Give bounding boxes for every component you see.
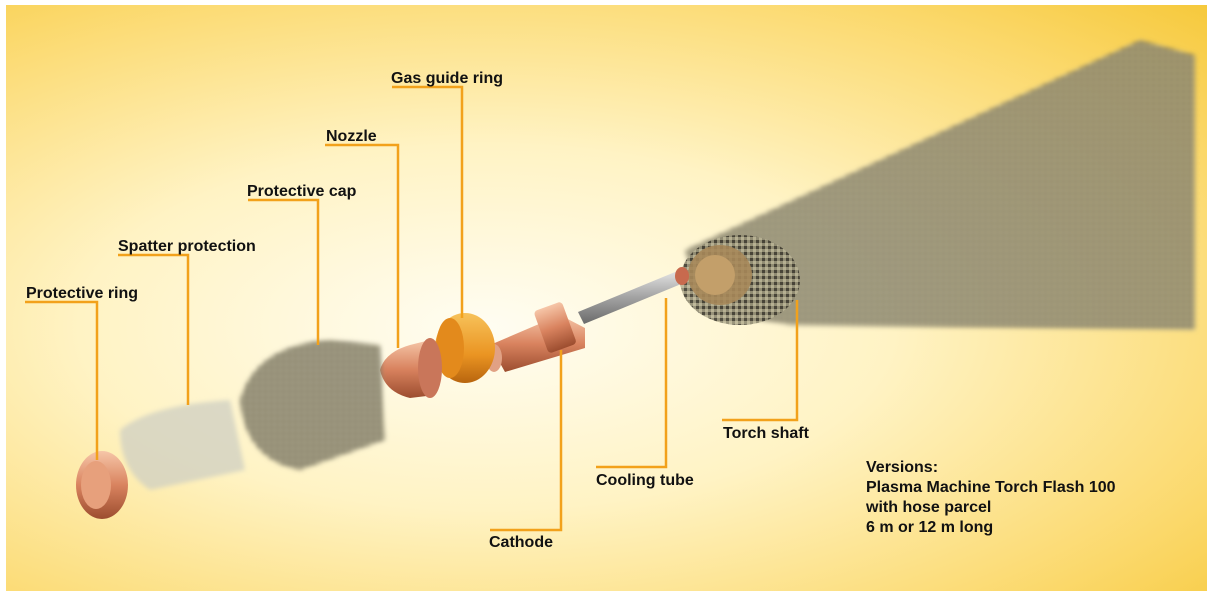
label-spatter-protection: Spatter protection [118,238,256,256]
torch-shaft-front [680,235,800,325]
protective-ring-shape [76,451,128,519]
nozzle-shape [380,338,442,398]
label-torch-shaft: Torch shaft [723,425,809,443]
leader-cooling-tube [596,298,666,467]
versions-line-2: with hose parcel [866,498,1116,518]
cathode-shape [486,301,585,372]
leader-gas-guide-ring [392,87,462,318]
leader-cathode [490,350,561,530]
gas-guide-ring-shape [435,313,495,383]
leader-nozzle [325,145,398,348]
cooling-tube-shape [578,267,689,324]
label-protective-ring: Protective ring [26,285,138,303]
leader-protective-cap [248,200,318,345]
versions-block: Versions: Plasma Machine Torch Flash 100… [866,458,1116,538]
versions-line-3: 6 m or 12 m long [866,518,1116,538]
label-cathode: Cathode [489,534,553,552]
label-protective-cap: Protective cap [247,183,356,201]
versions-line-1: Plasma Machine Torch Flash 100 [866,478,1116,498]
leader-protective-ring [25,302,97,460]
versions-heading: Versions: [866,458,1116,478]
label-nozzle: Nozzle [326,128,377,146]
label-gas-guide-ring: Gas guide ring [391,70,503,88]
leader-spatter-protection [118,255,188,405]
protective-cap-shape [240,340,385,470]
spatter-protection-shape [120,400,245,490]
label-cooling-tube: Cooling tube [596,472,694,490]
